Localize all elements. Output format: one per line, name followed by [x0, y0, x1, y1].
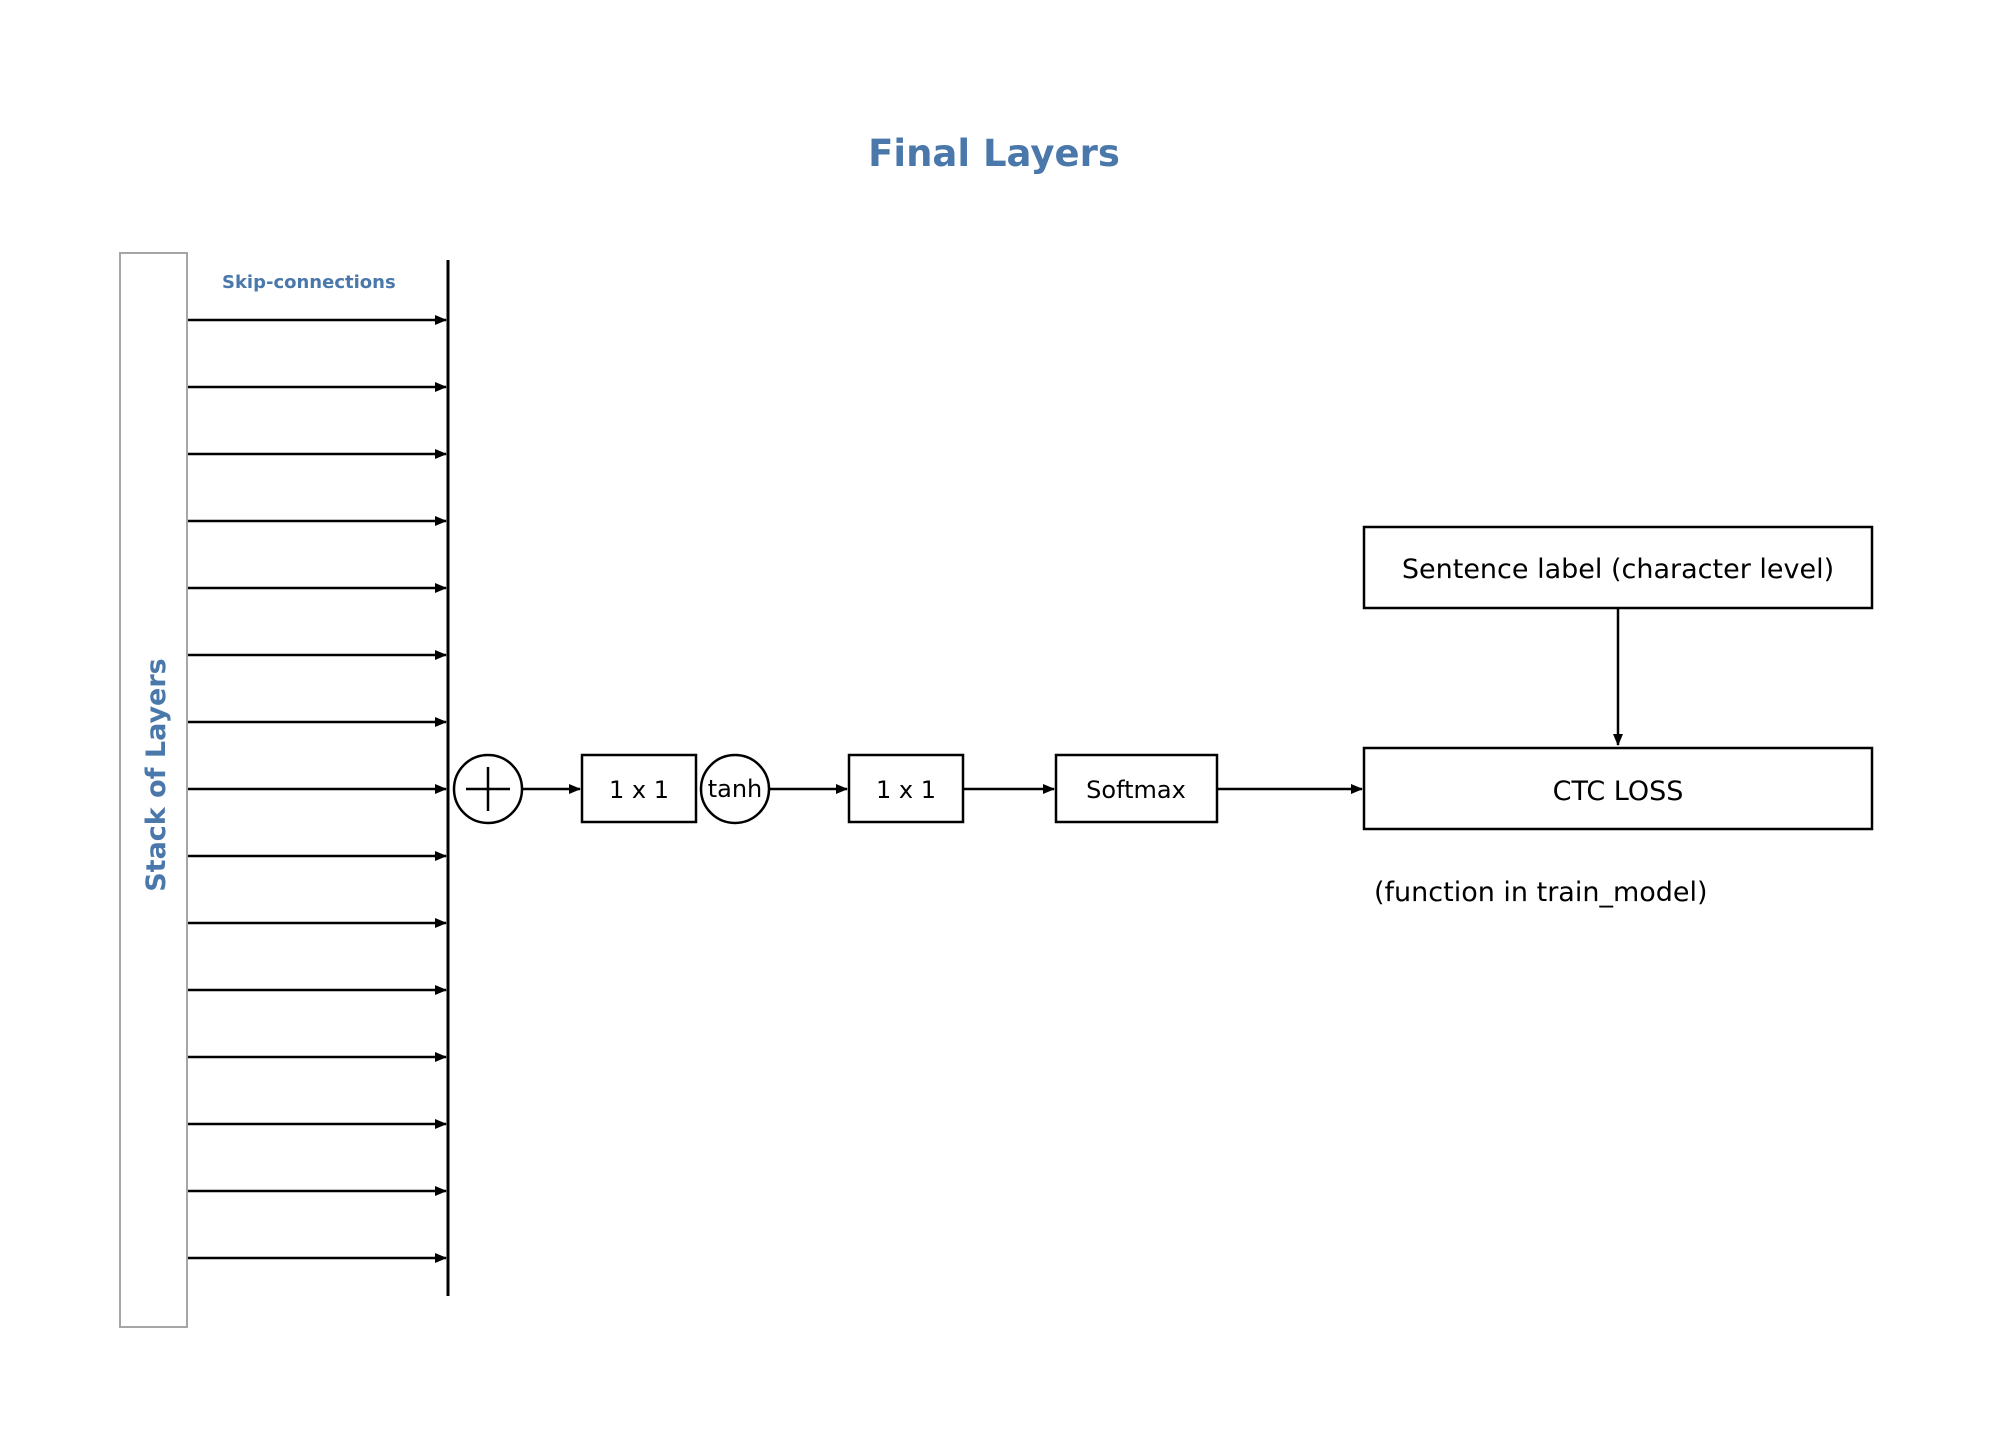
diagram-title: Final Layers: [868, 132, 1120, 175]
softmax-box: Softmax: [1054, 753, 1219, 824]
sentence-label-text: Sentence label (character level): [1402, 554, 1834, 585]
sentence-label-box: Sentence label (character level): [1362, 525, 1874, 610]
conv2-label: 1 x 1: [876, 776, 936, 804]
ctc-loss-label: CTC LOSS: [1553, 776, 1684, 807]
conv2-box: 1 x 1: [847, 753, 965, 824]
tanh-node: tanh: [699, 753, 771, 825]
conv1-box: 1 x 1: [580, 753, 698, 824]
skip-connections-label: Skip-connections: [222, 272, 396, 293]
ctc-loss-box: CTC LOSS: [1362, 746, 1874, 831]
sum-node: [452, 753, 524, 825]
stack-of-layers-box: [119, 252, 188, 1328]
tanh-label: tanh: [708, 775, 763, 803]
skip-connection-arrows: [188, 315, 447, 1263]
conv1-label: 1 x 1: [609, 776, 669, 804]
train-model-note: (function in train_model): [1374, 877, 1708, 908]
softmax-label: Softmax: [1086, 776, 1186, 804]
stack-of-layers-label: Stack of Layers: [141, 658, 172, 892]
